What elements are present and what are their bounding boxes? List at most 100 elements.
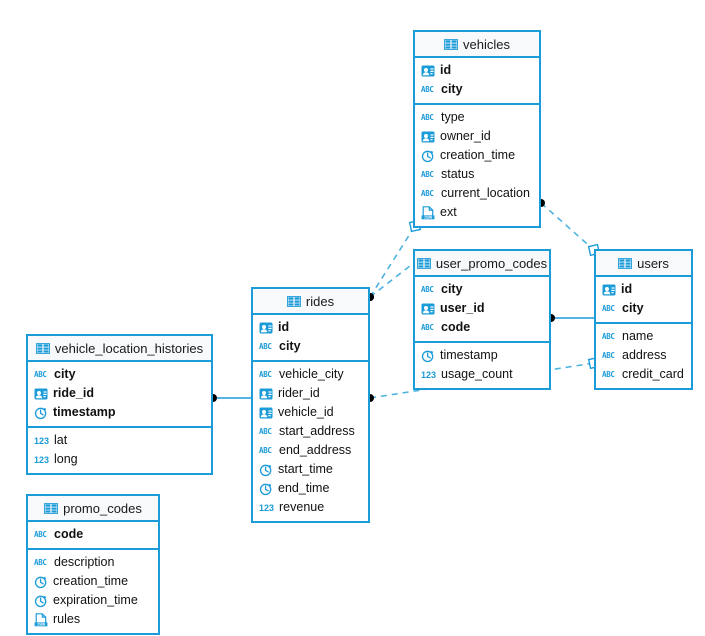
clock-icon [259, 482, 273, 496]
column-row[interactable]: owner_id [415, 127, 539, 146]
table-header[interactable]: promo_codes [28, 496, 158, 522]
table-title: users [637, 255, 669, 271]
column-row[interactable]: vehicle_id [253, 403, 368, 422]
abc-icon: ABC [259, 426, 272, 436]
table-header[interactable]: user_promo_codes [415, 251, 549, 277]
number-icon: 123 [34, 454, 50, 465]
table-icon [416, 257, 431, 269]
column-row[interactable]: timestamp [28, 403, 211, 422]
column-row[interactable]: ABC address [596, 346, 691, 365]
column-name: address [622, 348, 667, 362]
table-title: vehicle_location_histories [54, 340, 204, 356]
abc-icon: ABC [421, 84, 434, 94]
column-row[interactable]: creation_time [415, 146, 539, 165]
abc-icon: ABC [421, 188, 434, 198]
column-name: end_address [279, 443, 352, 457]
column-row[interactable]: timestamp [415, 346, 549, 365]
column-row[interactable]: ABC type [415, 108, 539, 127]
column-row[interactable]: expiration_time [28, 591, 158, 610]
column-row[interactable]: id [253, 318, 368, 337]
abc-icon: ABC [421, 112, 434, 122]
column-row[interactable]: 123 usage_count [415, 365, 549, 384]
relationship-vehicles-users [537, 199, 601, 257]
column-name: creation_time [53, 574, 129, 588]
column-name: status [441, 167, 475, 181]
table-header[interactable]: vehicles [415, 32, 539, 58]
abc-icon: ABC [602, 303, 615, 313]
column-name: user_id [440, 301, 485, 315]
abc-icon: ABC [602, 369, 615, 379]
clock-icon [34, 575, 48, 589]
table-icon [444, 38, 459, 50]
abc-icon: ABC [602, 350, 615, 360]
column-row[interactable]: ABC city [28, 365, 211, 384]
abc-icon: ABC [259, 341, 272, 351]
table-header[interactable]: rides [253, 289, 368, 315]
column-row[interactable]: ABC city [415, 80, 539, 99]
column-row[interactable]: id [596, 280, 691, 299]
column-name: ride_id [53, 386, 94, 400]
column-name: owner_id [440, 129, 491, 143]
column-name: vehicle_city [279, 367, 344, 381]
abc-icon: ABC [421, 322, 434, 332]
column-row[interactable]: rider_id [253, 384, 368, 403]
key-icon [421, 64, 435, 78]
abc-icon: ABC [34, 369, 47, 379]
key-icon [421, 130, 435, 144]
column-row[interactable]: end_time [253, 479, 368, 498]
column-name: city [441, 82, 463, 96]
column-name: rider_id [278, 386, 320, 400]
column-row[interactable]: start_time [253, 460, 368, 479]
column-name: start_time [278, 462, 333, 476]
relationship-vehicle_location_histories-rides [209, 394, 251, 402]
column-row[interactable]: ABC start_address [253, 422, 368, 441]
column-name: type [441, 110, 465, 124]
number-icon: 123 [259, 502, 275, 513]
column-row[interactable]: id [415, 61, 539, 80]
table-title: rides [305, 293, 335, 309]
table-header[interactable]: vehicle_location_histories [28, 336, 211, 362]
column-row[interactable]: ride_id [28, 384, 211, 403]
column-name: start_address [279, 424, 355, 438]
column-name: code [54, 527, 84, 541]
column-name: city [54, 367, 76, 381]
column-row[interactable]: ABC city [596, 299, 691, 318]
key-icon [602, 283, 616, 297]
number-icon: 123 [421, 369, 437, 380]
abc-icon: ABC [34, 557, 47, 567]
column-row[interactable]: user_id [415, 299, 549, 318]
table-header[interactable]: users [596, 251, 691, 277]
column-name: usage_count [441, 367, 513, 381]
column-row[interactable]: creation_time [28, 572, 158, 591]
abc-icon: ABC [602, 331, 615, 341]
column-name: end_time [278, 481, 330, 495]
column-name: city [622, 301, 644, 315]
